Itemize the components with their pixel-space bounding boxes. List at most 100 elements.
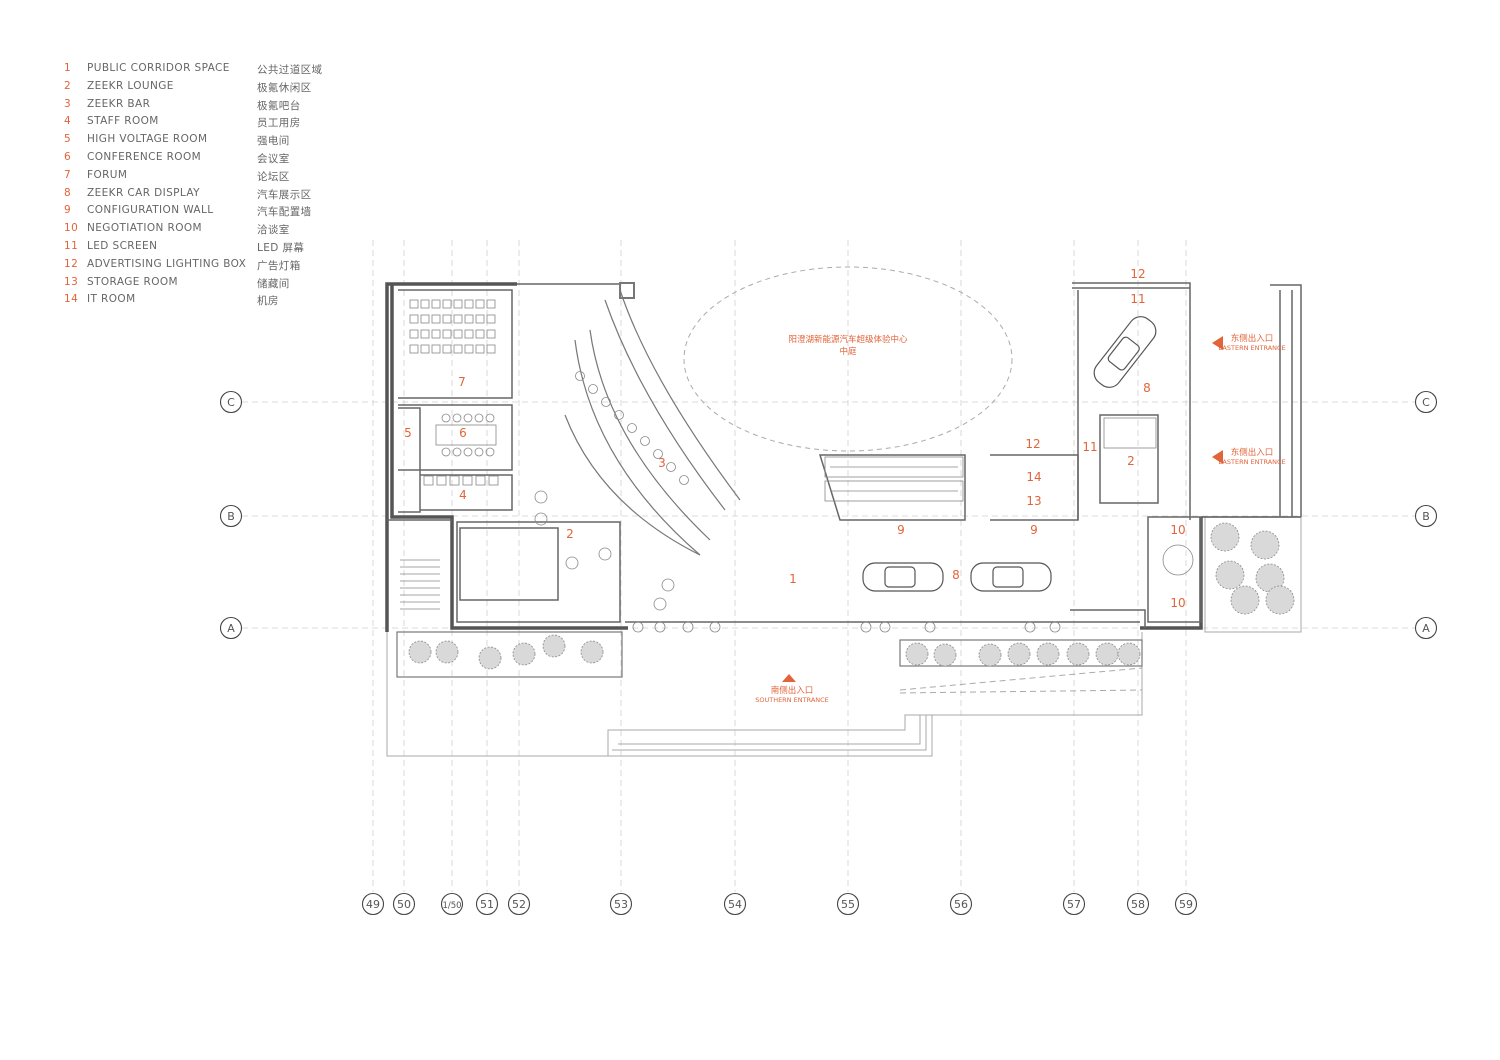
- forum-seat: [453, 299, 463, 309]
- room-label: 11: [1130, 292, 1145, 306]
- grid-row-label: C: [227, 396, 235, 409]
- tree: [1066, 642, 1090, 666]
- bar-stool: [679, 475, 689, 485]
- forum-seat: [420, 314, 430, 324]
- east-entrance-2-cn: 东侧出入口: [1231, 447, 1274, 458]
- grid-column-label: 52: [512, 898, 526, 911]
- legend-label-cn: 公共过道区域: [257, 64, 323, 76]
- room-label: 11: [1082, 440, 1097, 454]
- room-label: 1: [789, 572, 797, 586]
- grid-column-label: 55: [841, 898, 855, 911]
- south-entrance-marker: [782, 674, 796, 682]
- room-label: 7: [458, 375, 466, 389]
- staff-locker: [488, 475, 499, 486]
- forum-seat: [409, 329, 419, 339]
- legend-label-cn: LED 屏幕: [257, 241, 305, 254]
- room-label: 8: [1143, 381, 1151, 395]
- grid-row-label: B: [1422, 510, 1430, 523]
- tree: [905, 642, 929, 666]
- legend-number: 5: [64, 133, 72, 146]
- grid-row-marker: [219, 390, 243, 414]
- room-label: 8: [952, 568, 960, 582]
- forum-seat: [464, 344, 474, 354]
- staff-locker: [449, 475, 460, 486]
- lounge-chair: [653, 597, 667, 611]
- room-label: 13: [1026, 494, 1041, 508]
- grid-row-label: C: [1422, 396, 1430, 409]
- east-entrance-marker-2: [1212, 450, 1223, 464]
- grid-row-marker: [219, 616, 243, 640]
- furniture: [409, 299, 1194, 633]
- lounge-chair: [534, 490, 548, 504]
- room-label: 5: [404, 426, 412, 440]
- conference-chair: [452, 413, 462, 423]
- conference-chair: [463, 447, 473, 457]
- display-stool: [860, 621, 872, 633]
- forum-seat: [431, 344, 441, 354]
- forum-seat: [409, 314, 419, 324]
- bar-stool: [653, 449, 663, 459]
- bar-stool: [666, 462, 676, 472]
- legend-label-en: PUBLIC CORRIDOR SPACE: [87, 62, 230, 74]
- bar-stool: [588, 384, 598, 394]
- conference-table: [435, 424, 497, 446]
- tree: [1095, 642, 1119, 666]
- legend-number: 13: [64, 275, 79, 288]
- lounge-chair: [565, 556, 579, 570]
- room-label: 9: [1030, 523, 1038, 537]
- staff-locker: [423, 475, 434, 486]
- display-stool: [632, 621, 644, 633]
- tree: [478, 646, 502, 670]
- legend-label-en: LED SCREEN: [87, 239, 158, 252]
- forum-seat: [486, 329, 496, 339]
- grid-column-label: 51: [480, 898, 494, 911]
- conference-chair: [474, 413, 484, 423]
- tree: [933, 643, 957, 667]
- tree: [435, 640, 459, 664]
- forum-seat: [464, 314, 474, 324]
- east-entrance-marker-1: [1212, 336, 1223, 350]
- room-label: 12: [1025, 437, 1040, 451]
- grid-column-label: 56: [954, 898, 968, 911]
- car-cabin: [884, 566, 916, 588]
- walls: [385, 282, 1301, 632]
- planter: [396, 631, 1143, 678]
- legend-label-en: IT ROOM: [87, 293, 136, 306]
- display-stool: [1049, 621, 1061, 633]
- tree: [1265, 585, 1295, 615]
- grid-column-marker: [361, 892, 385, 916]
- tree: [512, 642, 536, 666]
- tree: [580, 640, 604, 664]
- legend-label-en: ADVERTISING LIGHTING BOX: [87, 257, 247, 270]
- escalators: [824, 456, 964, 502]
- bar-stool: [614, 410, 624, 420]
- display-stool: [654, 621, 666, 633]
- tree: [1230, 585, 1260, 615]
- forum-seat: [486, 299, 496, 309]
- car-cabin: [992, 566, 1024, 588]
- tree: [1250, 530, 1280, 560]
- lounge-chair: [534, 512, 548, 526]
- grid-column-marker: [949, 892, 973, 916]
- forum-seat: [453, 314, 463, 324]
- forum-seat: [475, 314, 485, 324]
- negotiation-table: [1162, 544, 1194, 576]
- forum-seat: [442, 344, 452, 354]
- legend-label-cn: 广告灯箱: [257, 259, 301, 272]
- display-stool: [1024, 621, 1036, 633]
- grid-row-marker: [219, 504, 243, 528]
- bar-stool: [627, 423, 637, 433]
- forum-seat: [453, 329, 463, 339]
- legend-number: 8: [64, 186, 72, 199]
- conference-chair: [452, 447, 462, 457]
- legend-number: 14: [64, 293, 79, 306]
- grid-column-label: 1/50: [442, 901, 461, 911]
- tree: [978, 643, 1002, 667]
- grid-row-marker: [1414, 504, 1438, 528]
- east-entrance-2-en: EASTERN ENTRANCE: [1218, 458, 1285, 466]
- grid-column-marker: [440, 892, 464, 916]
- conference-chair: [441, 413, 451, 423]
- grid-row-marker: [1414, 390, 1438, 414]
- legend-number: 10: [64, 222, 79, 235]
